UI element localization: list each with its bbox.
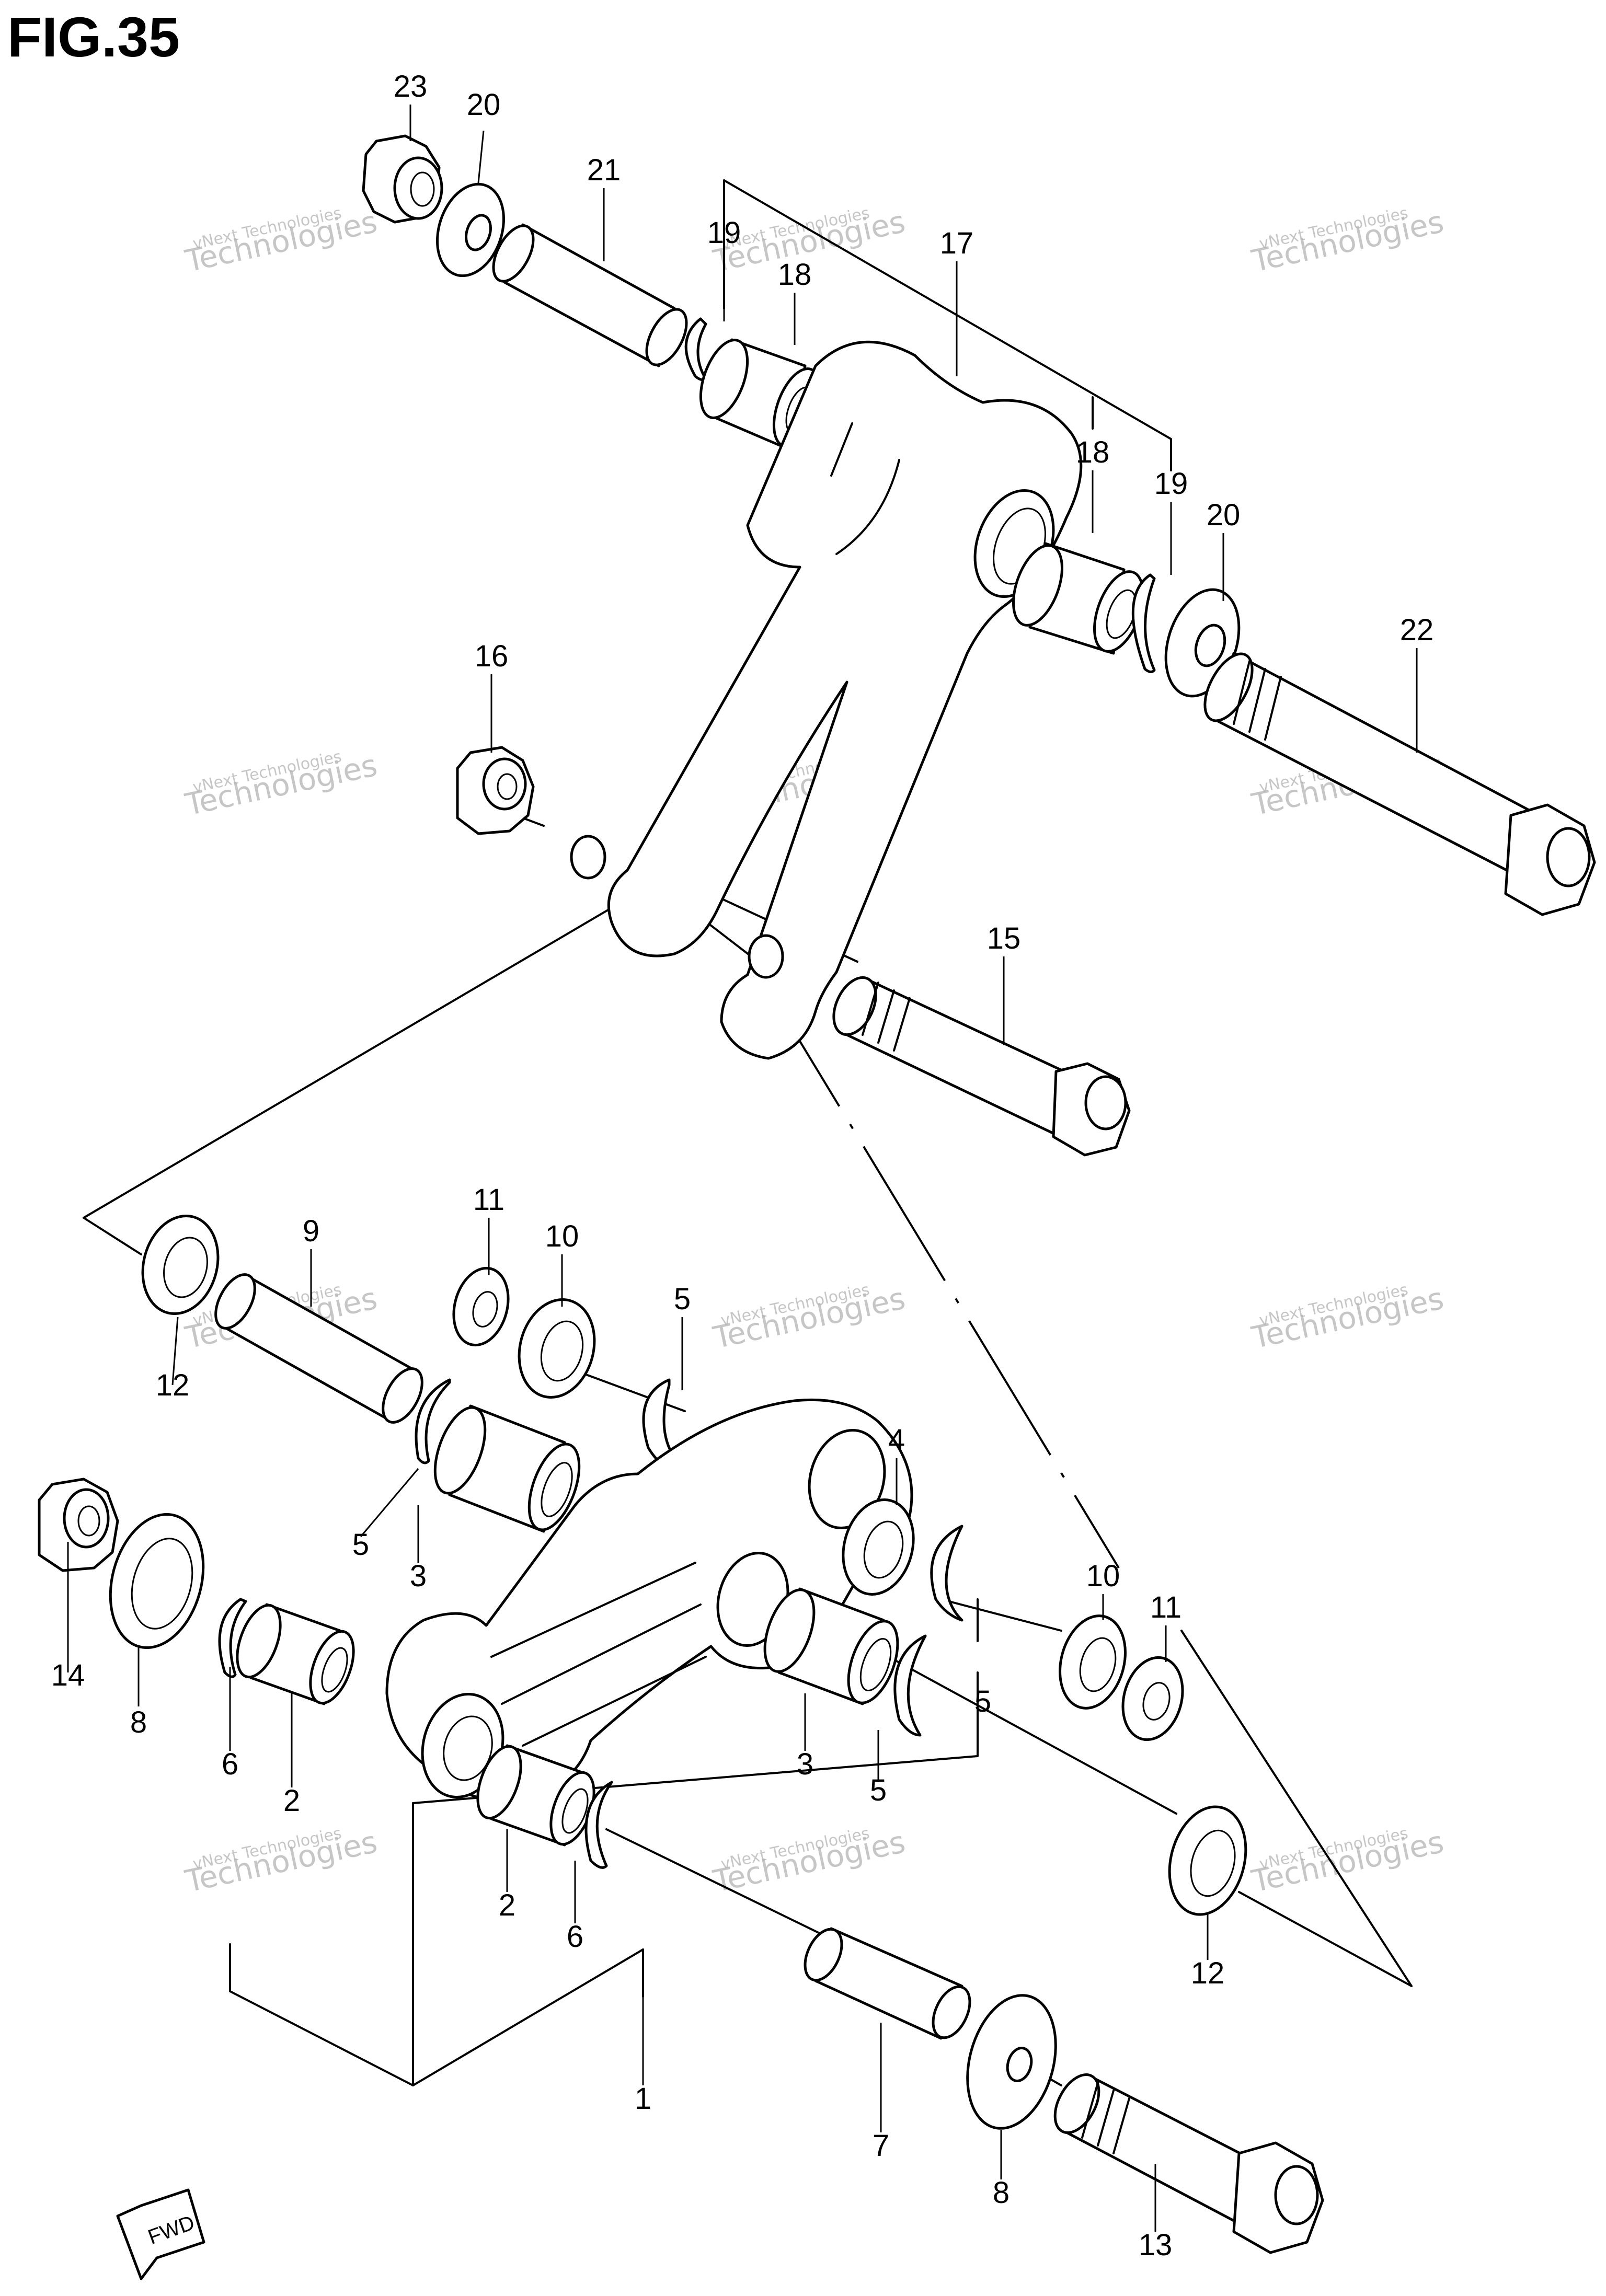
callout-5: 5	[974, 1684, 991, 1718]
seal-11-left	[452, 1266, 510, 1347]
circlip-6-left	[218, 1598, 247, 1678]
callout-2: 2	[283, 1784, 300, 1818]
callout-12: 12	[1191, 1956, 1225, 1990]
seal-12-right	[1168, 1805, 1247, 1916]
sleeve-21	[492, 223, 688, 367]
washer-20-left	[436, 182, 505, 278]
callout-8: 8	[993, 2176, 1010, 2210]
callout-11: 11	[473, 1183, 504, 1217]
circlip-19-left	[684, 317, 707, 382]
seal-8-left	[109, 1513, 205, 1649]
circlip-5-right-bottom	[893, 1634, 927, 1737]
upper-rocker-group	[362, 134, 1596, 1157]
callout-16: 16	[475, 639, 509, 673]
callout-13: 13	[1139, 2228, 1173, 2262]
rocker-arm-17	[570, 340, 1083, 1060]
callout-8: 8	[130, 1705, 147, 1739]
callout-10: 10	[545, 1219, 579, 1253]
bearing-3-left	[433, 1404, 581, 1533]
callout-17: 17	[940, 226, 974, 260]
bolt-13	[1053, 2073, 1324, 2254]
circlip-6-right	[584, 1781, 613, 1869]
callout-23: 23	[394, 70, 428, 103]
circlip-5-left	[415, 1378, 451, 1464]
nut-14	[38, 1478, 119, 1572]
callout-3: 3	[410, 1559, 427, 1593]
callout-7: 7	[873, 2129, 889, 2163]
callout-5: 5	[352, 1528, 369, 1562]
fwd-arrow: FWD	[116, 2188, 205, 2280]
callout-11: 11	[1150, 1590, 1181, 1624]
callout-18: 18	[1076, 435, 1110, 469]
nut-16	[456, 746, 535, 835]
circlip-5-right-top	[930, 1525, 963, 1622]
bolt-22	[1203, 652, 1596, 916]
callout-15: 15	[987, 921, 1021, 955]
callout-21: 21	[587, 153, 621, 187]
bearing-18-right	[1012, 542, 1144, 655]
seal-10-left	[518, 1298, 596, 1399]
callout-14: 14	[51, 1658, 85, 1692]
callout-4: 4	[888, 1423, 905, 1457]
callout-2: 2	[499, 1888, 515, 1922]
callout-10: 10	[1086, 1559, 1120, 1593]
callout-labels: 23 20 21 19 18 17 18 19 20 22 16 15 11 1…	[51, 70, 1434, 2262]
sleeve-7	[804, 1927, 971, 2040]
callout-9: 9	[303, 1214, 319, 1248]
callout-3: 3	[797, 1747, 813, 1781]
seal-12-left	[141, 1214, 220, 1316]
callout-6: 6	[222, 1747, 238, 1781]
leader-lines	[67, 105, 1418, 2232]
nut-23	[362, 134, 443, 224]
bolt-15	[832, 976, 1131, 1157]
link-1	[385, 1398, 913, 1802]
figure-title: FIG.35	[7, 5, 180, 68]
callout-19: 19	[707, 216, 741, 250]
callout-22: 22	[1400, 613, 1434, 647]
washer-8-bottom	[966, 1994, 1057, 2130]
bearing-2-left	[236, 1603, 355, 1705]
callout-20: 20	[467, 88, 501, 122]
bearing-3-right	[763, 1587, 899, 1705]
lower-link-group	[38, 1214, 1324, 2254]
callout-5: 5	[870, 1773, 887, 1807]
callout-19: 19	[1154, 467, 1188, 501]
callout-20: 20	[1207, 498, 1241, 532]
seal-10-right	[1059, 1614, 1127, 1710]
callout-12: 12	[156, 1368, 190, 1402]
sleeve-9	[214, 1273, 423, 1424]
callout-18: 18	[778, 258, 812, 292]
seal-11-right	[1121, 1656, 1184, 1741]
callout-6: 6	[567, 1920, 583, 1954]
seal-4	[842, 1498, 915, 1596]
callout-5: 5	[674, 1282, 691, 1316]
circlip-19-right	[1131, 573, 1156, 673]
callout-1: 1	[635, 2082, 651, 2116]
